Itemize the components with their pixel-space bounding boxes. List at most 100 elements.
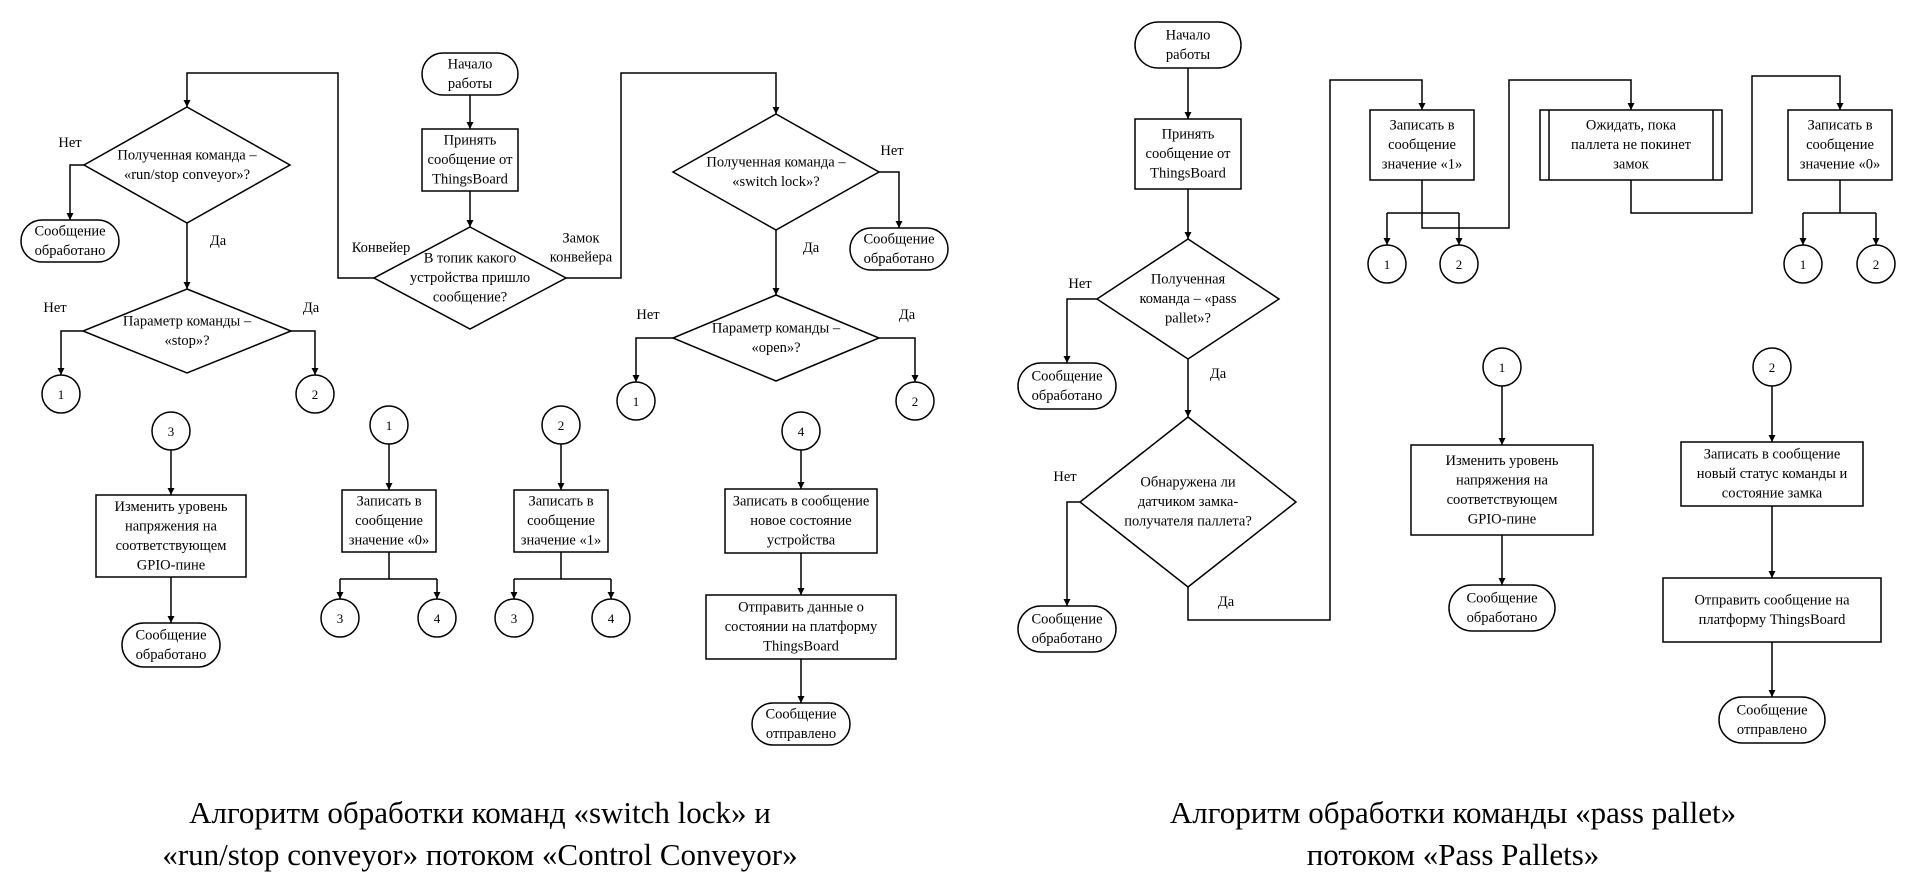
lock-no-end-terminal-shape <box>849 227 949 271</box>
lock-no-label: Нет <box>880 143 904 159</box>
edge-conveyor-param-yes <box>291 330 319 375</box>
connector-3-entry-text: 3 <box>168 424 175 439</box>
conveyor-cmd-decision-text: Полученная команда –«run/stop conveyor»? <box>117 147 257 183</box>
conveyor-cmd-decision: Полученная команда –«run/stop conveyor»? <box>82 106 292 224</box>
edge-lock-no <box>879 171 903 228</box>
connector-2-entry-text: 2 <box>558 418 565 433</box>
caption-left: Алгоритм обработки команд «switch lock» … <box>162 795 797 872</box>
caption-right-line-1: Алгоритм обработки команды «pass pallet» <box>1170 795 1736 830</box>
sub4-send-data-process-shape <box>705 594 897 660</box>
start-terminal-shape <box>421 52 519 96</box>
lock-param-yes-label: Да <box>899 307 916 323</box>
sub1-connector-3: 3 <box>320 598 360 638</box>
connector-1-entry: 1 <box>369 405 409 445</box>
edge-lock-param-no <box>632 337 673 382</box>
conveyor-param-decision: Параметр команды –«stop»? <box>80 288 294 374</box>
edge-conveyor-no <box>66 164 84 220</box>
sub2-connector-3: 3 <box>494 598 534 638</box>
write1-connector-2-shape <box>1439 244 1479 284</box>
edge-write1-wait <box>1421 79 1635 229</box>
conveyor-param-decision-text: Параметр команды –«stop»? <box>123 313 252 349</box>
write1-connector-2-text: 2 <box>1456 257 1463 272</box>
sub2-connector-4-shape <box>591 598 631 638</box>
right-write0-process-shape <box>1787 109 1893 181</box>
write1-connector-1-text: 1 <box>1384 257 1391 272</box>
topic-decision-shape <box>372 226 568 330</box>
connector-4-entry-text: 4 <box>798 424 805 439</box>
write1-connector-2: 2 <box>1439 244 1479 284</box>
write1-connector-1-shape <box>1367 244 1407 284</box>
edge-pass-no <box>1063 298 1097 363</box>
sub1-write0-process-shape <box>341 489 437 553</box>
connector-1-conveyor-text: 1 <box>58 387 65 402</box>
caption-left-line-1: Алгоритм обработки команд «switch lock» … <box>189 795 771 830</box>
write0-connector-1-shape <box>1783 244 1823 284</box>
write0-connector-1-text: 1 <box>1800 257 1807 272</box>
wait-pallet-subprocess-shape <box>1539 109 1723 181</box>
sub4-write-state-process-shape <box>724 488 878 554</box>
connector-2-lock-shape <box>895 381 935 421</box>
connector-2-conveyor-shape <box>295 374 335 414</box>
lock-param-no-label: Нет <box>636 307 660 323</box>
connector-2-entry-shape <box>541 405 581 445</box>
right-connector-2-entry-text: 2 <box>1769 360 1776 375</box>
connector-1-lock-shape <box>616 381 656 421</box>
connector-2-entry: 2 <box>541 405 581 445</box>
connector-2-conveyor-text: 2 <box>312 387 319 402</box>
pass-cmd-decision-shape <box>1095 238 1281 360</box>
pass-no-end-terminal-shape <box>1017 362 1117 410</box>
sub2-write1-process-shape <box>513 489 609 553</box>
sub1-connector-3-shape <box>320 598 360 638</box>
edge-conveyor-param-no <box>57 330 83 375</box>
edge-sensor-yes <box>1187 79 1426 621</box>
edge-topic-lock <box>566 72 780 279</box>
write0-connector-1: 1 <box>1783 244 1823 284</box>
conveyor-yes-label: Да <box>210 233 227 249</box>
sub2-connector-3-text: 3 <box>511 611 518 626</box>
sub1-connector-4: 4 <box>417 598 457 638</box>
pass-yes-label: Да <box>1210 366 1227 382</box>
sub4-end-terminal-shape <box>751 702 851 746</box>
connector-4-entry: 4 <box>781 411 821 451</box>
receive-process-shape <box>421 128 519 192</box>
connector-1-conveyor-shape <box>41 374 81 414</box>
sub2-connector-3-shape <box>494 598 534 638</box>
conveyor-no-end-terminal-shape <box>20 219 120 263</box>
edge-sensor-no <box>1063 501 1080 606</box>
caption-left-line-2: «run/stop conveyor» потоком «Control Con… <box>162 837 797 872</box>
right-connector-1-entry-text: 1 <box>1499 360 1506 375</box>
